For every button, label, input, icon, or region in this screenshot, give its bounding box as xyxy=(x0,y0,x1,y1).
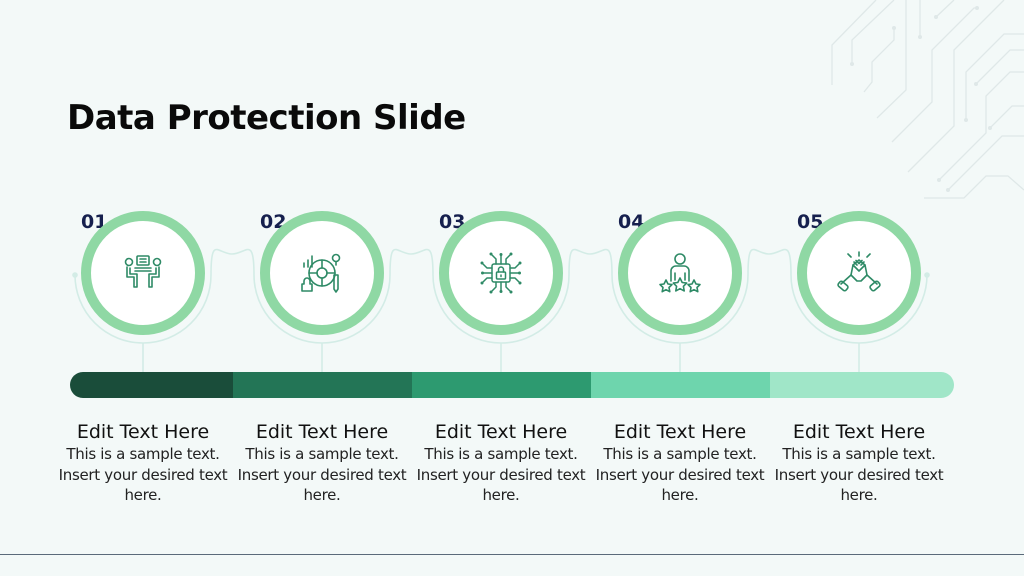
bar-segment-5 xyxy=(770,372,954,398)
step-body: This is a sample text. Insert your desir… xyxy=(774,445,944,504)
bar-segment-1 xyxy=(70,372,233,398)
bar-segment-3 xyxy=(412,372,591,398)
step-body: This is a sample text. Insert your desir… xyxy=(58,445,228,504)
step-ring xyxy=(81,211,205,335)
step-heading: Edit Text Here xyxy=(792,421,926,443)
step-body: This is a sample text. Insert your desir… xyxy=(416,445,586,504)
circuit-decoration-icon xyxy=(831,0,1024,199)
step-heading: Edit Text Here xyxy=(76,421,210,443)
meeting-desk-icon xyxy=(124,255,162,288)
step-ring xyxy=(797,211,921,335)
footer-divider xyxy=(0,554,1024,555)
bar-segment-2 xyxy=(233,372,412,398)
slide-title: Data Protection Slide xyxy=(67,98,466,138)
step-progress-bar xyxy=(70,372,954,398)
step-ring xyxy=(439,211,563,335)
step-ring xyxy=(260,211,384,335)
step-caption-3: Edit Text Here This is a sample text. In… xyxy=(411,420,591,506)
step-heading: Edit Text Here xyxy=(613,421,747,443)
step-caption-5: Edit Text Here This is a sample text. In… xyxy=(769,420,949,506)
step-caption-1: Edit Text Here This is a sample text. In… xyxy=(53,420,233,506)
step-heading: Edit Text Here xyxy=(434,421,568,443)
step-body: This is a sample text. Insert your desir… xyxy=(595,445,765,504)
handshake-icon xyxy=(837,251,881,292)
step-caption-4: Edit Text Here This is a sample text. In… xyxy=(590,420,770,506)
analytics-strategy-icon xyxy=(301,253,341,293)
step-body: This is a sample text. Insert your desir… xyxy=(237,445,407,504)
step-ring xyxy=(618,211,742,335)
step-caption-2: Edit Text Here This is a sample text. In… xyxy=(232,420,412,506)
person-rating-stars-icon xyxy=(659,253,701,293)
chip-lock-icon xyxy=(480,252,522,294)
step-heading: Edit Text Here xyxy=(255,421,389,443)
bar-segment-4 xyxy=(591,372,770,398)
connector-wave xyxy=(72,248,930,372)
